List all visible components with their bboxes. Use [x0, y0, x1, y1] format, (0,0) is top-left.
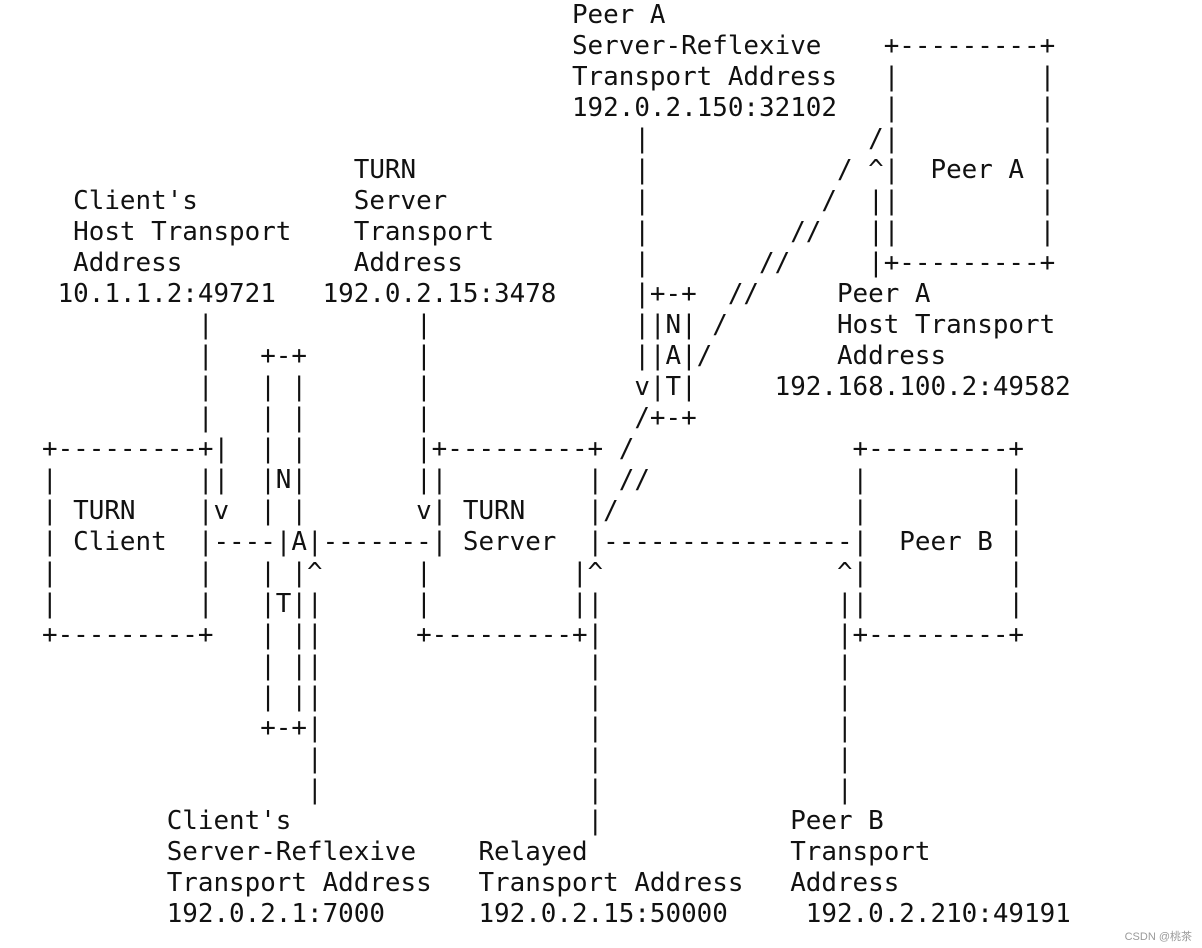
csdn-watermark: CSDN @桃茶: [1124, 931, 1192, 943]
diagram-line: | +-+ | ||A|/ Address: [42, 341, 947, 371]
diagram-line: 192.0.2.150:32102 | |: [42, 93, 1056, 123]
diagram-line: +---------+| | | |+---------+ / +-------…: [42, 434, 1025, 464]
diagram-line: Server-Reflexive +---------+: [42, 31, 1056, 61]
diagram-line: +-+| | |: [42, 713, 853, 743]
diagram-line: Host Transport Transport | // || |: [42, 217, 1056, 247]
diagram-line: Transport Address | |: [42, 62, 1056, 92]
diagram-line: Address Address | // |+---------+: [42, 248, 1056, 278]
diagram-line: Client's Server | / || |: [42, 186, 1056, 216]
diagram-line: | Client |----|A|-------| Server |------…: [42, 527, 1025, 557]
diagram-line: | | | | /+-+: [42, 403, 697, 433]
diagram-line: 10.1.1.2:49721 192.0.2.15:3478 |+-+ // P…: [42, 279, 931, 309]
diagram-line: +---------+ | || +---------+| |+--------…: [42, 620, 1025, 650]
diagram-line: | || | |: [42, 682, 853, 712]
diagram-line: TURN | / ^| Peer A |: [42, 155, 1056, 185]
diagram-line: Client's | Peer B: [42, 806, 884, 836]
diagram-line: Transport Address Transport Address Addr…: [42, 868, 900, 898]
diagram-line: | | | |^ | |^ ^| |: [42, 558, 1025, 588]
diagram-line: | TURN |v | | v| TURN |/ | |: [42, 496, 1025, 526]
diagram-line: | || |N| || | // | |: [42, 465, 1025, 495]
diagram-line: 192.0.2.1:7000 192.0.2.15:50000 192.0.2.…: [42, 899, 1071, 929]
diagram-line: | || | |: [42, 651, 853, 681]
diagram-line: | | | | v|T| 192.168.100.2:49582: [42, 372, 1071, 402]
diagram-line: Server-Reflexive Relayed Transport: [42, 837, 931, 867]
diagram-line: | | |T|| | || || |: [42, 589, 1025, 619]
diagram-line: | /| |: [42, 124, 1056, 154]
turn-topology-diagram: Peer A Server-Reflexive +---------+ Tran…: [42, 0, 1071, 930]
diagram-line: | | ||N| / Host Transport: [42, 310, 1056, 340]
diagram-line: | | |: [42, 775, 853, 805]
diagram-line: | | |: [42, 744, 853, 774]
diagram-line: Peer A: [42, 0, 666, 30]
